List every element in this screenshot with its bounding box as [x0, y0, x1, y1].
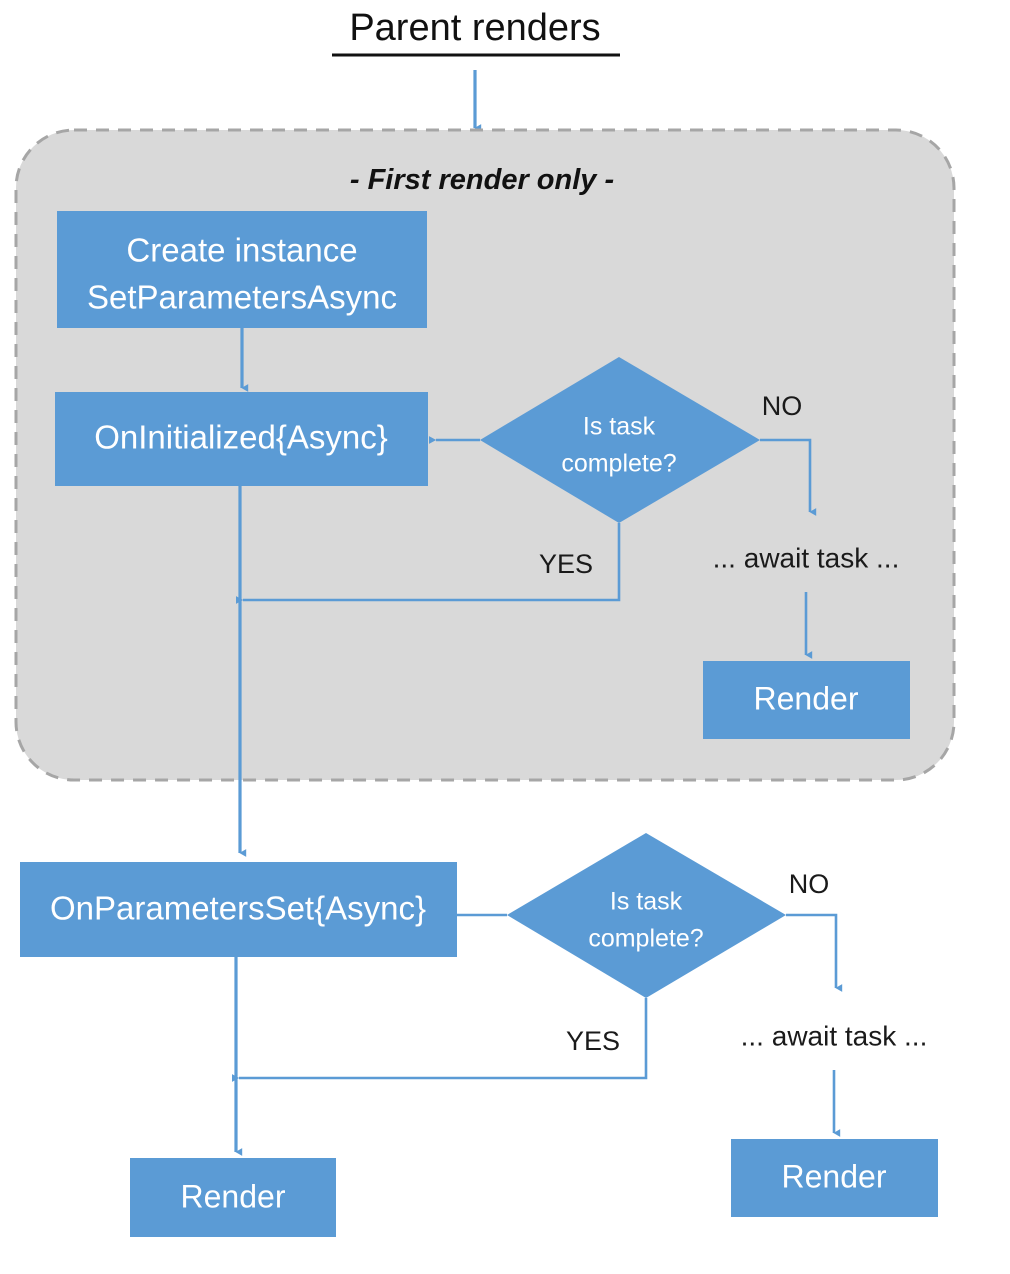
decision-bottom-diamond[interactable]	[507, 833, 786, 998]
create-instance-label-line1: Create instance	[126, 232, 357, 269]
connector-no-top	[760, 438, 817, 516]
on-initialized-box[interactable]	[55, 392, 428, 486]
connector-no-bottom	[786, 913, 843, 992]
create-instance-label-line2: SetParametersAsync	[87, 279, 397, 316]
edge-label-no-bottom: NO	[789, 869, 830, 899]
edge-label-no-top: NO	[762, 391, 803, 421]
render-top-label: Render	[754, 680, 859, 716]
on-parameters-set-label: OnParametersSet{Async}	[50, 890, 426, 927]
await-task-bottom-label: ... await task ...	[741, 1020, 928, 1051]
decision-top-label-line2: complete?	[561, 450, 676, 478]
render-bottom-right-box[interactable]	[731, 1139, 938, 1217]
render-bottom-left-label: Render	[181, 1178, 286, 1214]
decision-bottom-label-line1: Is task	[610, 888, 683, 916]
decision-top-label-line1: Is task	[583, 413, 656, 441]
connector-yes-top	[236, 523, 621, 604]
edge-label-yes-top: YES	[539, 549, 593, 579]
decision-bottom-label-line2: complete?	[588, 925, 703, 953]
edge-label-yes-bottom: YES	[566, 1026, 620, 1056]
decision-top-diamond[interactable]	[480, 357, 760, 523]
first-render-section-label: - First render only -	[350, 164, 614, 196]
diagram-title: Parent renders	[349, 7, 600, 49]
await-task-top-label: ... await task ...	[713, 542, 900, 573]
render-bottom-left-box[interactable]	[130, 1158, 336, 1237]
render-top-box[interactable]	[703, 661, 910, 739]
create-instance-box[interactable]	[57, 211, 427, 328]
render-bottom-right-label: Render	[782, 1158, 887, 1194]
on-parameters-set-box[interactable]	[20, 862, 457, 957]
on-initialized-label: OnInitialized{Async}	[94, 419, 388, 456]
connector-yes-bottom	[232, 998, 648, 1082]
